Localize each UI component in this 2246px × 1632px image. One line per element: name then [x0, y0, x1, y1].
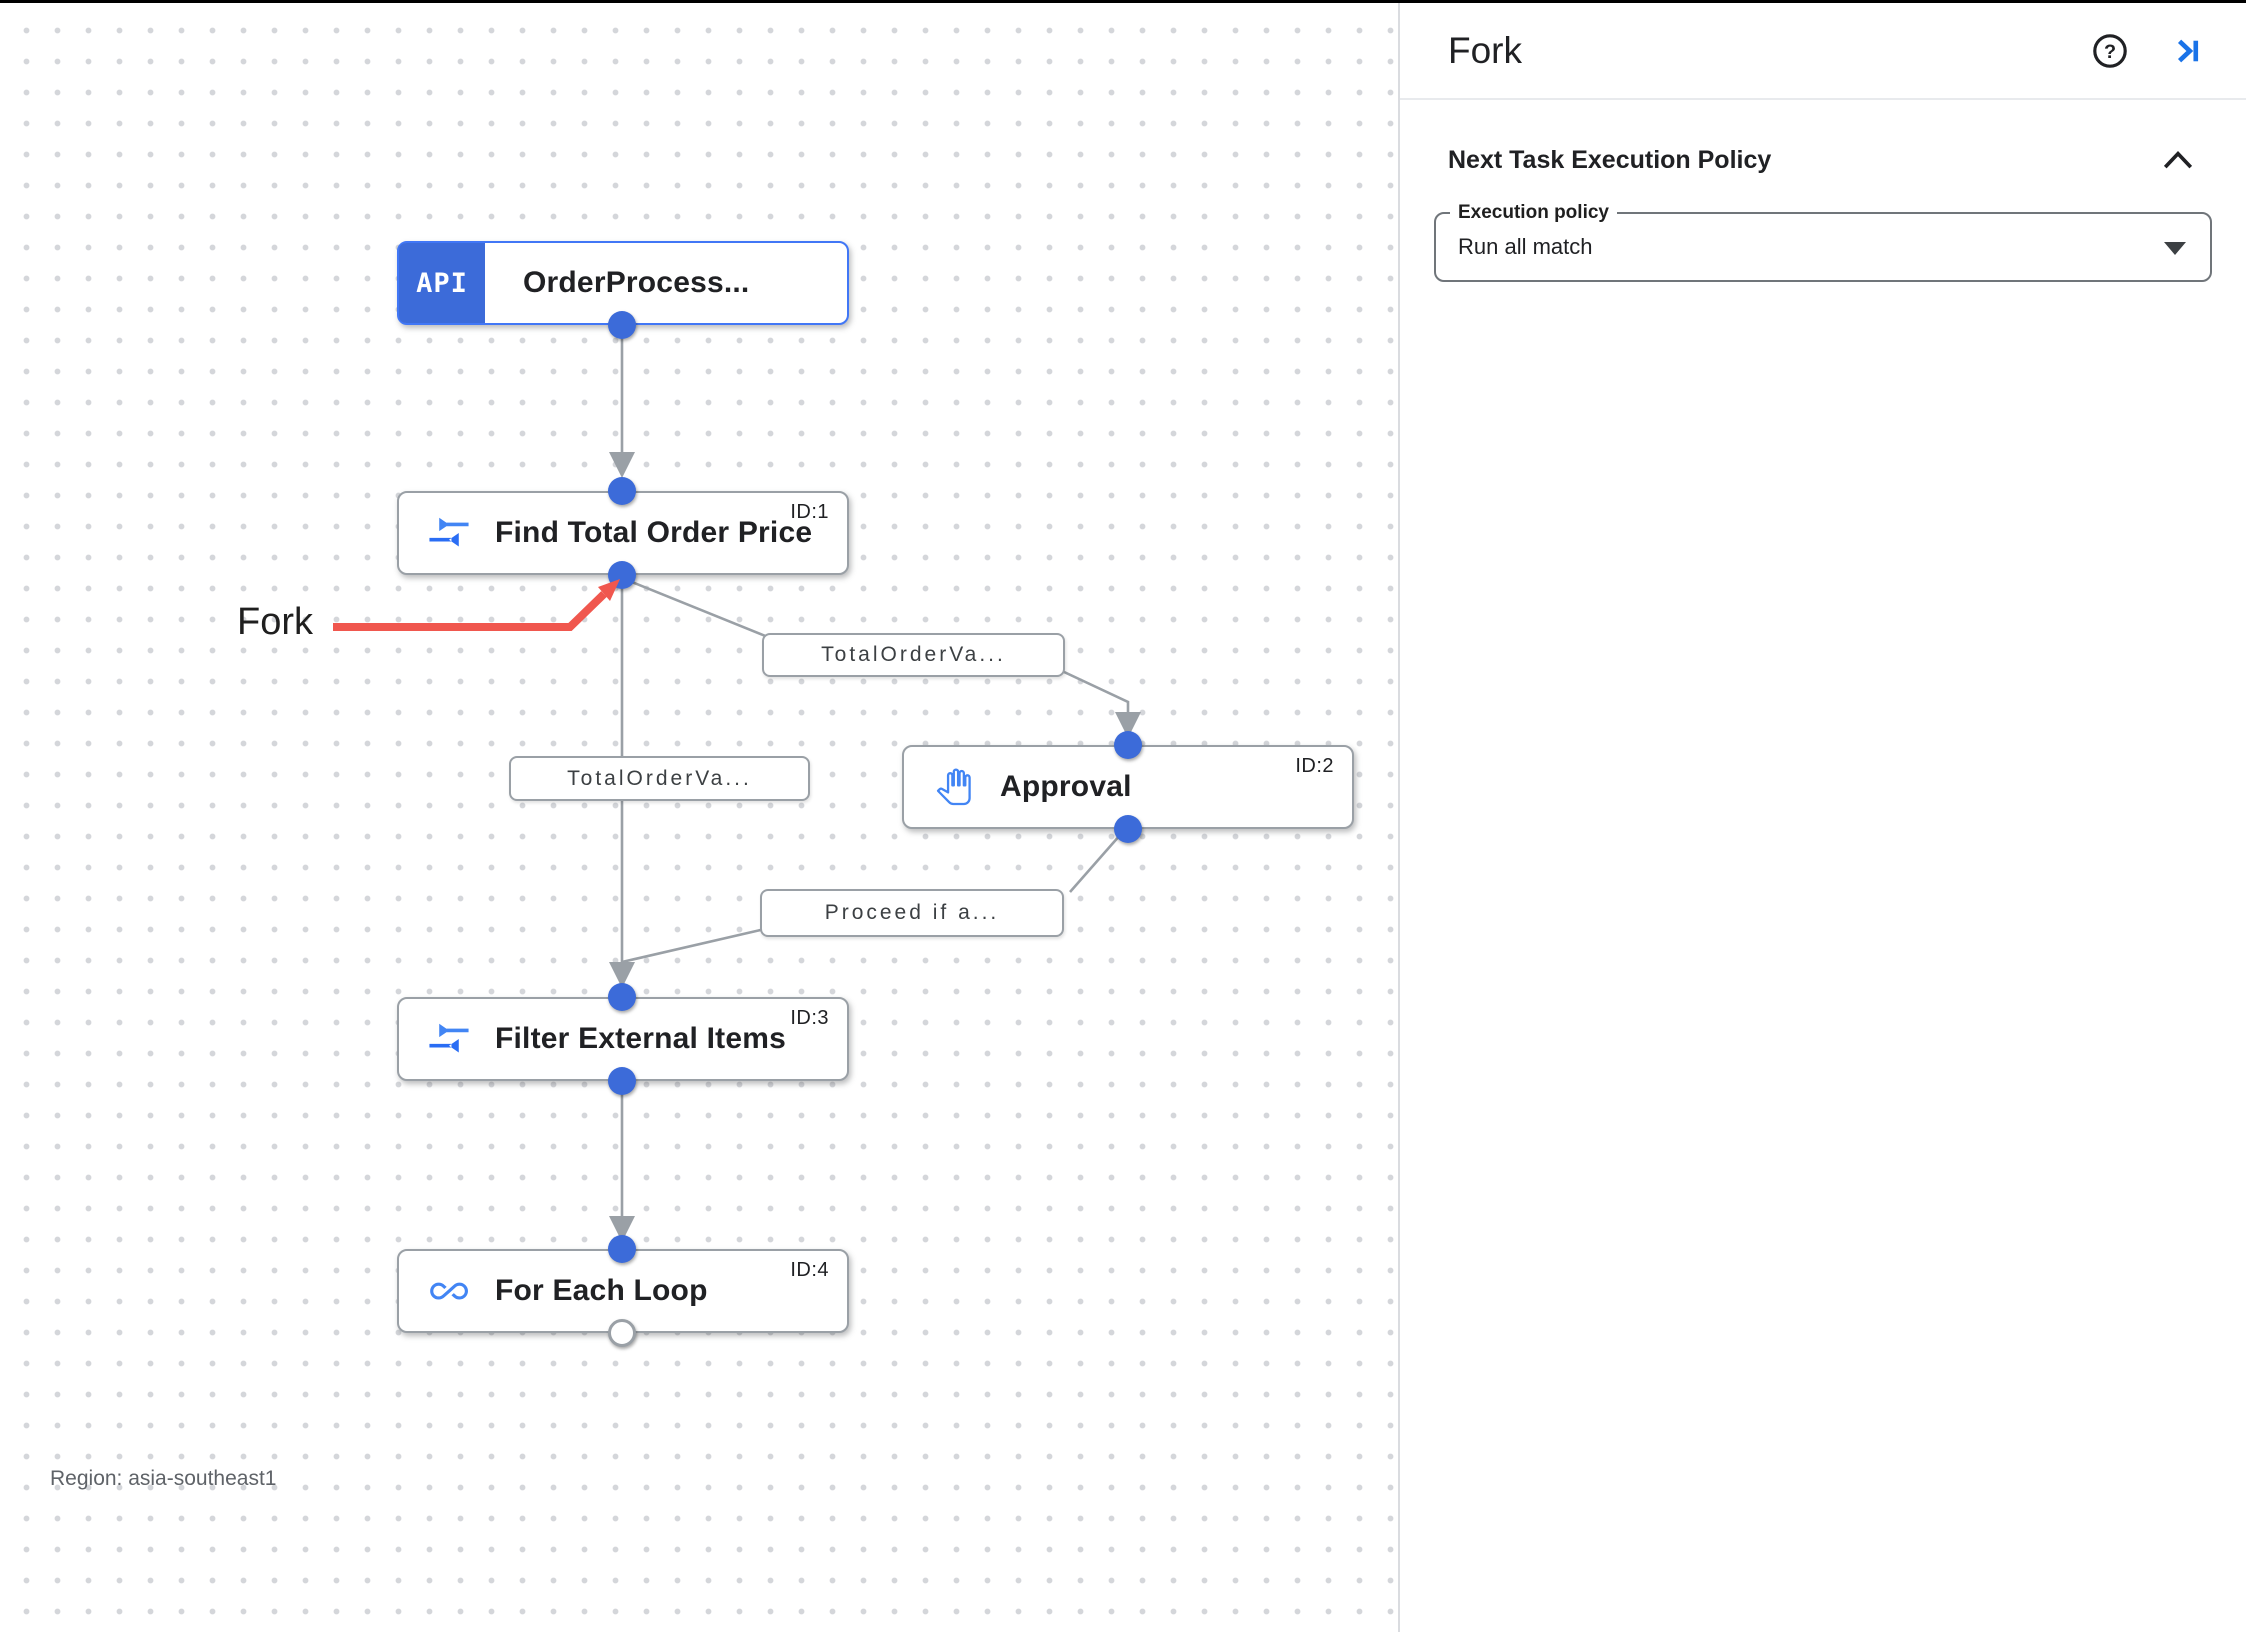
- node-label: Find Total Order Price: [495, 516, 813, 549]
- section-title: Next Task Execution Policy: [1448, 145, 1772, 174]
- section-header[interactable]: Next Task Execution Policy: [1434, 140, 2212, 180]
- arrowhead-into-task2: [1115, 712, 1141, 738]
- config-panel: Fork ? Next Task Execution Policy: [1398, 3, 2246, 1632]
- node-id-badge: ID:1: [790, 501, 829, 523]
- node-id-badge: ID:3: [790, 1007, 829, 1029]
- execution-policy-label: Execution policy: [1450, 200, 1617, 227]
- node-label: For Each Loop: [495, 1274, 708, 1307]
- node-label: Filter External Items: [495, 1022, 786, 1055]
- workflow-canvas[interactable]: API OrderProcess... ID:1 Find Total Orde…: [0, 3, 1398, 1632]
- chevron-up-icon[interactable]: [2158, 140, 2198, 180]
- edge-condition-text: TotalOrderVa...: [567, 766, 752, 790]
- node-filter-external-items[interactable]: ID:3 Filter External Items: [397, 997, 849, 1081]
- edge-condition-label[interactable]: TotalOrderVa...: [509, 756, 810, 801]
- edge-task2-to-task3-b[interactable]: [621, 924, 779, 964]
- window-top-border: [0, 0, 2246, 3]
- output-port-task3[interactable]: [608, 1067, 636, 1095]
- dropdown-caret-icon: [2164, 242, 2186, 255]
- edge-condition-text: Proceed if a...: [824, 901, 1000, 924]
- for-each-loop-icon: [427, 1269, 471, 1313]
- output-port-task4-open[interactable]: [608, 1319, 636, 1347]
- node-label: OrderProcess...: [523, 266, 750, 299]
- region-label: Region: asia-southeast1: [50, 1467, 277, 1490]
- input-port-task4[interactable]: [608, 1235, 636, 1263]
- node-id-badge: ID:4: [790, 1259, 829, 1281]
- data-mapping-icon: [427, 1017, 471, 1061]
- input-port-task3[interactable]: [608, 983, 636, 1011]
- svg-text:?: ?: [2104, 40, 2116, 62]
- config-panel-header: Fork ?: [1400, 3, 2246, 100]
- input-port-task2[interactable]: [1114, 731, 1142, 759]
- fork-annotation-label: Fork: [237, 601, 313, 643]
- edge-condition-label[interactable]: TotalOrderVa...: [762, 633, 1065, 677]
- output-port-task2[interactable]: [1114, 815, 1142, 843]
- node-label: Approval: [1000, 770, 1132, 803]
- api-trigger-chip: API: [399, 243, 485, 323]
- node-id-badge: ID:2: [1295, 755, 1334, 777]
- execution-policy-select[interactable]: Execution policy Run all match: [1434, 200, 2212, 282]
- approval-hand-icon: [932, 765, 976, 809]
- edge-layer: [609, 322, 1141, 1242]
- collapse-panel-icon[interactable]: [2166, 31, 2206, 71]
- input-port-task1[interactable]: [608, 477, 636, 505]
- data-mapping-icon: [427, 511, 471, 555]
- edge-condition-label[interactable]: Proceed if a...: [760, 889, 1064, 937]
- output-port-task1-fork[interactable]: [608, 561, 636, 589]
- edge-condition-text: TotalOrderVa...: [821, 643, 1006, 666]
- arrowhead-into-task1: [609, 452, 635, 478]
- arrowhead-into-task3: [609, 962, 635, 988]
- api-trigger-chip-label: API: [416, 267, 468, 299]
- panel-title: Fork: [1448, 29, 1522, 71]
- help-icon[interactable]: ?: [2090, 31, 2130, 71]
- output-port-trigger[interactable]: [608, 311, 636, 339]
- arrowhead-into-task4: [609, 1216, 635, 1242]
- execution-policy-value: Run all match: [1458, 234, 1593, 259]
- next-task-execution-policy-section: Next Task Execution Policy Execution pol…: [1400, 140, 2246, 282]
